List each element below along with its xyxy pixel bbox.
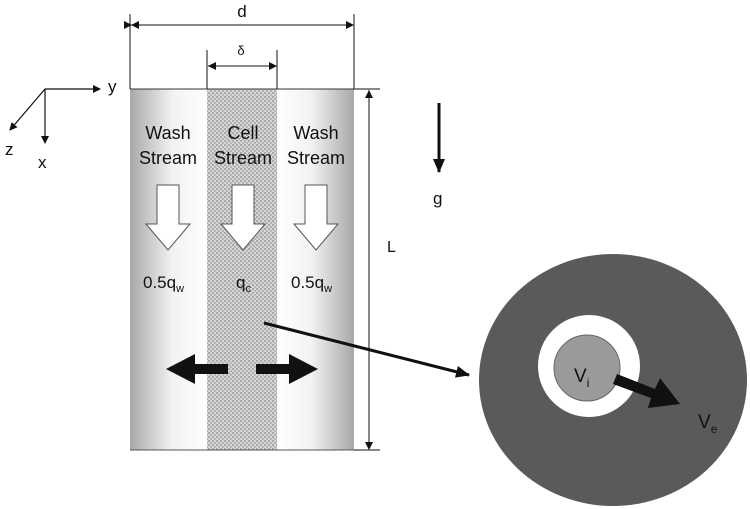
flow-arrow-wash-left — [144, 184, 192, 251]
wash-right-label-line2: Stream — [287, 148, 345, 168]
d-label: d — [237, 2, 246, 21]
cell-label-line1: Cell — [227, 123, 258, 143]
x-axis-label: x — [38, 153, 47, 172]
delta-label: δ — [237, 43, 244, 58]
wash-stream-left-region — [130, 89, 207, 450]
transport-arrow — [613, 374, 680, 408]
flow-label-wash-left: 0.5qw — [143, 273, 184, 295]
ve-label: Ve — [698, 412, 718, 436]
pointer-line — [263, 321, 470, 378]
flow-label-cell: qc — [236, 273, 251, 295]
flow-arrow-cell — [219, 184, 267, 251]
inner-core — [553, 334, 621, 402]
cell-label-line2: Stream — [214, 148, 272, 168]
lateral-arrow-left — [166, 354, 228, 384]
lateral-arrow-right — [256, 354, 318, 384]
z-axis-label: z — [5, 140, 14, 159]
cell-stream-region — [207, 89, 277, 450]
vi-label: Vi — [574, 366, 589, 390]
flow-label-wash-right: 0.5qw — [291, 273, 332, 295]
wash-right-label-line1: Wash — [293, 123, 338, 143]
gravity-label: g — [433, 189, 442, 208]
z-axis-line — [9, 88, 46, 131]
wash-left-label-line2: Stream — [139, 148, 197, 168]
L-label: L — [387, 239, 396, 256]
y-axis-label: y — [108, 77, 117, 96]
wash-left-label-line1: Wash — [145, 123, 190, 143]
wash-stream-right-region — [277, 89, 354, 450]
flow-arrow-wash-right — [292, 184, 340, 251]
